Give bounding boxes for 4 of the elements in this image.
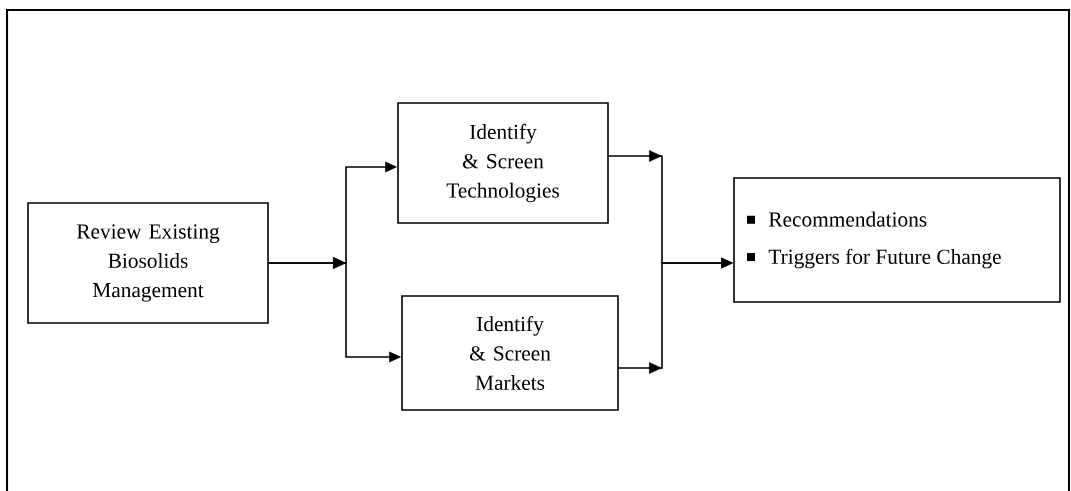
process-box: Identify & Screen Technologies	[397, 102, 609, 224]
process-box: Identify & Screen Markets	[401, 295, 619, 411]
process-box: Review Existing Biosolids Management	[27, 202, 269, 324]
bullet-list-box: Recommendations Triggers for Future Change	[733, 177, 1061, 303]
